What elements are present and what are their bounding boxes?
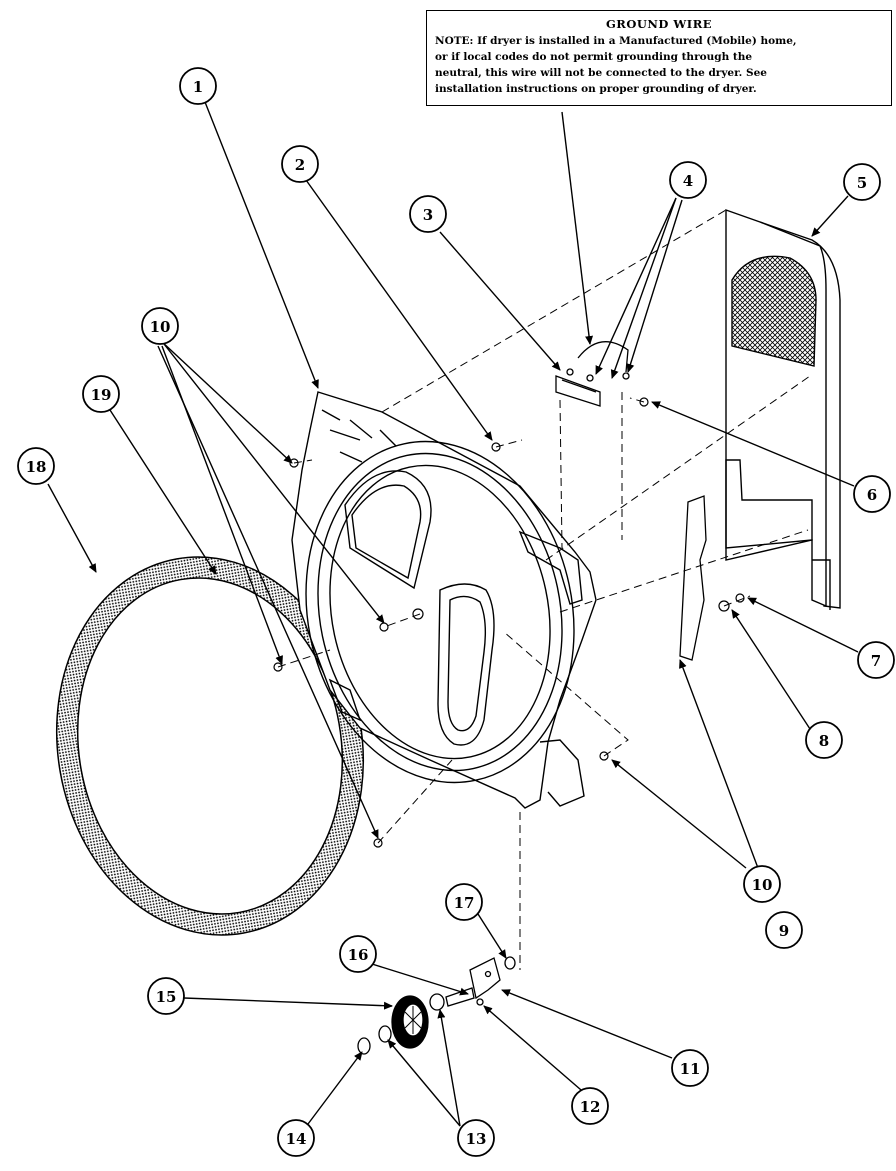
note-title: GROUND WIRE: [605, 17, 713, 31]
callout-10-left: 10: [150, 318, 171, 336]
bracket: [679, 495, 707, 661]
callout-12: 12: [580, 1098, 601, 1116]
note-line: or if local codes do not permit groundin…: [435, 51, 753, 63]
callout-3: 3: [423, 206, 433, 224]
callouts: [17, 67, 895, 1157]
callout-2: 2: [295, 156, 305, 174]
leader-lines: [47, 101, 859, 1127]
callout-16: 16: [348, 946, 369, 964]
callout-13: 13: [466, 1130, 487, 1148]
callout-labels: 1 2 3 4 5 6 7 8 9 10 19 18 10 11 12 13 1…: [26, 78, 882, 1148]
callout-15: 15: [156, 988, 177, 1006]
front-bulkhead: [291, 391, 597, 809]
note-line: neutral, this wire will not be connected…: [435, 67, 767, 79]
back-panel: [725, 209, 841, 610]
note-body: NOTE: If dryer is installed in a Manufac…: [427, 31, 891, 97]
idler-assembly: [357, 956, 516, 1055]
ground-wire-note: GROUND WIRE NOTE: If dryer is installed …: [426, 10, 892, 106]
callout-17: 17: [454, 894, 475, 912]
callout-8: 8: [819, 732, 829, 750]
callout-11: 11: [680, 1060, 701, 1078]
note-line: NOTE: If dryer is installed in a Manufac…: [435, 35, 797, 47]
callout-7: 7: [871, 652, 881, 670]
callout-5: 5: [857, 174, 867, 192]
callout-10-right: 10: [752, 876, 773, 894]
callout-19: 19: [91, 386, 112, 404]
terminal-block: [555, 341, 630, 407]
callout-6: 6: [867, 486, 877, 504]
callout-4: 4: [683, 172, 693, 190]
callout-9: 9: [779, 922, 789, 940]
note-line: installation instructions on proper grou…: [435, 83, 757, 95]
callout-14: 14: [286, 1130, 307, 1148]
callout-1: 1: [193, 78, 203, 96]
callout-18: 18: [26, 458, 47, 476]
